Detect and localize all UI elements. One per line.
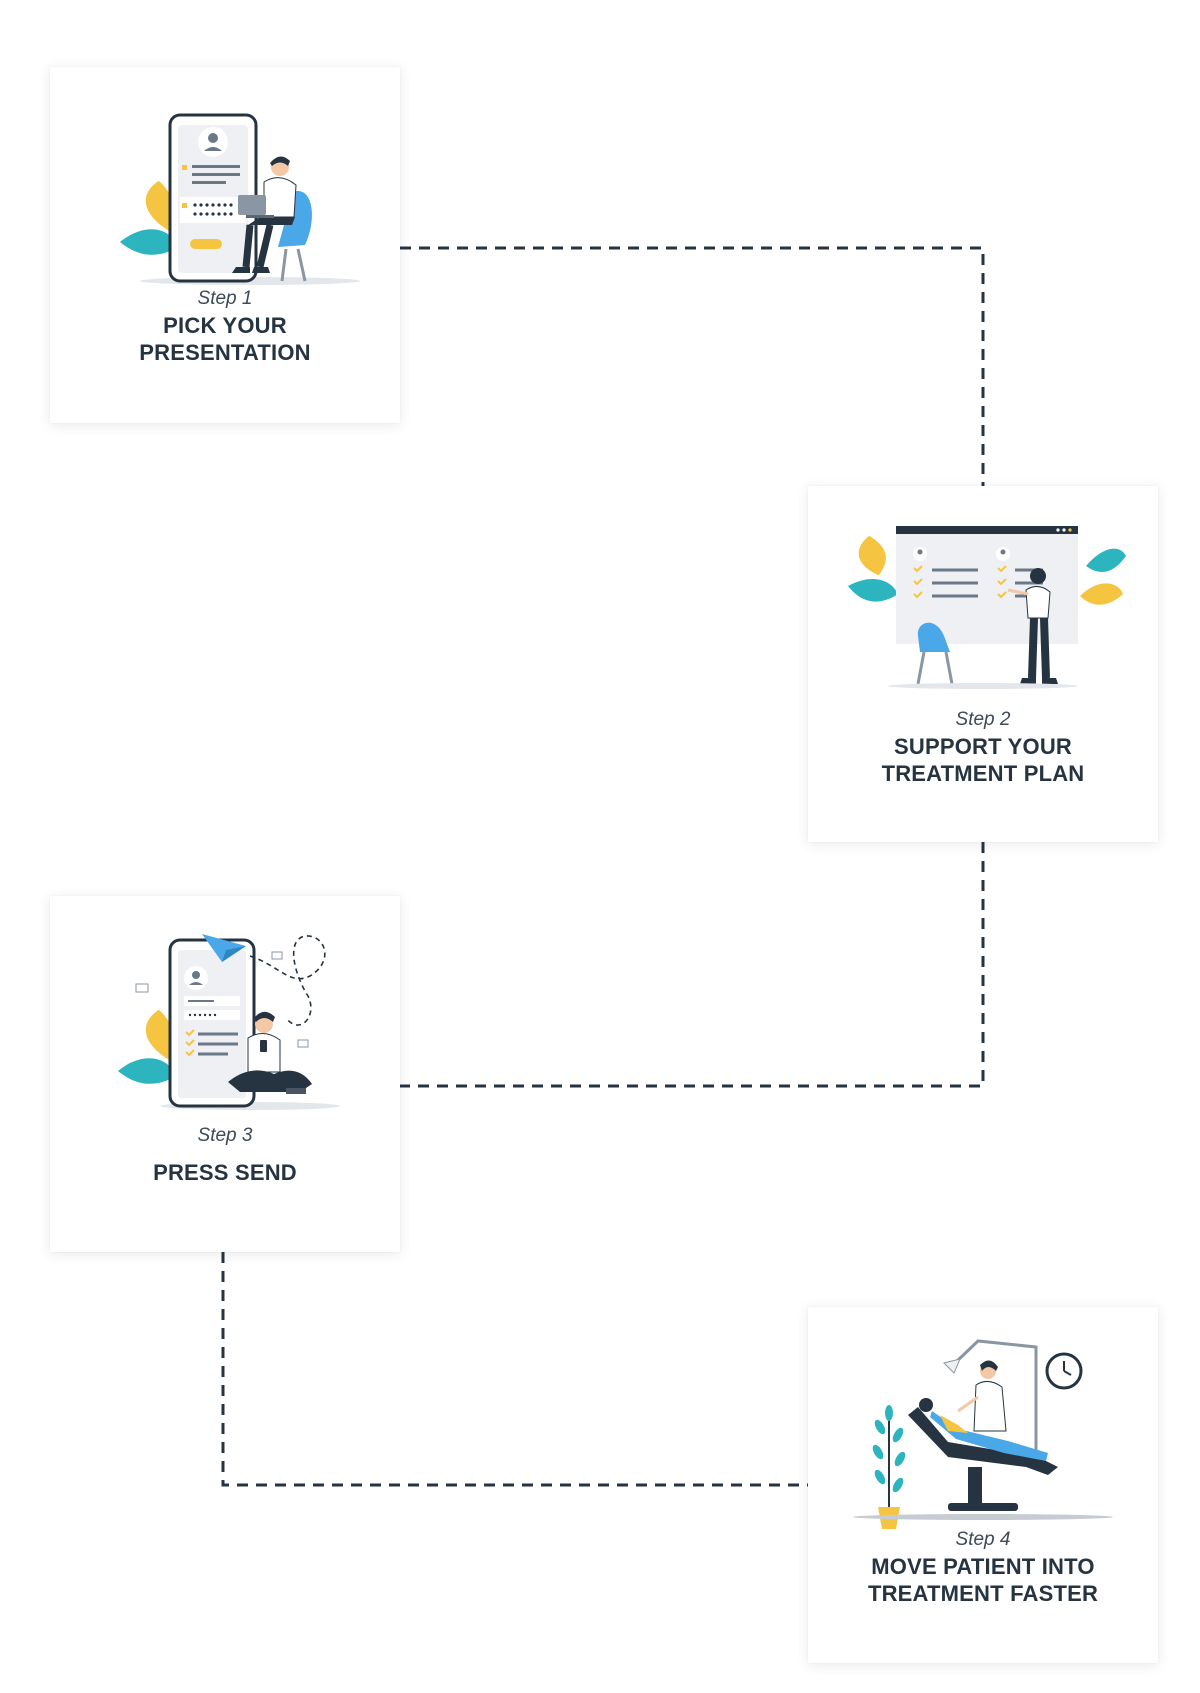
step-card-1: Step 1 PICK YOUR PRESENTATION <box>50 67 400 423</box>
step-title: PICK YOUR PRESENTATION <box>139 313 311 365</box>
connector-step1-step2 <box>400 246 985 486</box>
step-label: Step 4 <box>955 1529 1011 1550</box>
step-title: PRESS SEND <box>153 1160 297 1185</box>
step-label: Step 3 <box>197 1125 253 1146</box>
phone-profile-illustration <box>120 113 360 285</box>
step-label: Step 2 <box>955 709 1011 730</box>
connector-step2-step3 <box>400 842 985 1088</box>
connector-step3-step4 <box>221 1252 808 1487</box>
step-card-4: Step 4 MOVE PATIENT INTO TREATMENT FASTE… <box>808 1307 1158 1663</box>
step-label: Step 1 <box>197 288 253 309</box>
step-title: MOVE PATIENT INTO TREATMENT FASTER <box>867 1554 1099 1606</box>
step-card-3: Step 3 PRESS SEND <box>50 896 400 1252</box>
dental-chair-illustration <box>853 1339 1113 1529</box>
phone-send-illustration <box>118 934 340 1110</box>
presentation-board-illustration <box>848 526 1126 689</box>
step-title: SUPPORT YOUR TREATMENT PLAN <box>881 734 1085 786</box>
step-card-2: Step 2 SUPPORT YOUR TREATMENT PLAN <box>808 486 1158 842</box>
